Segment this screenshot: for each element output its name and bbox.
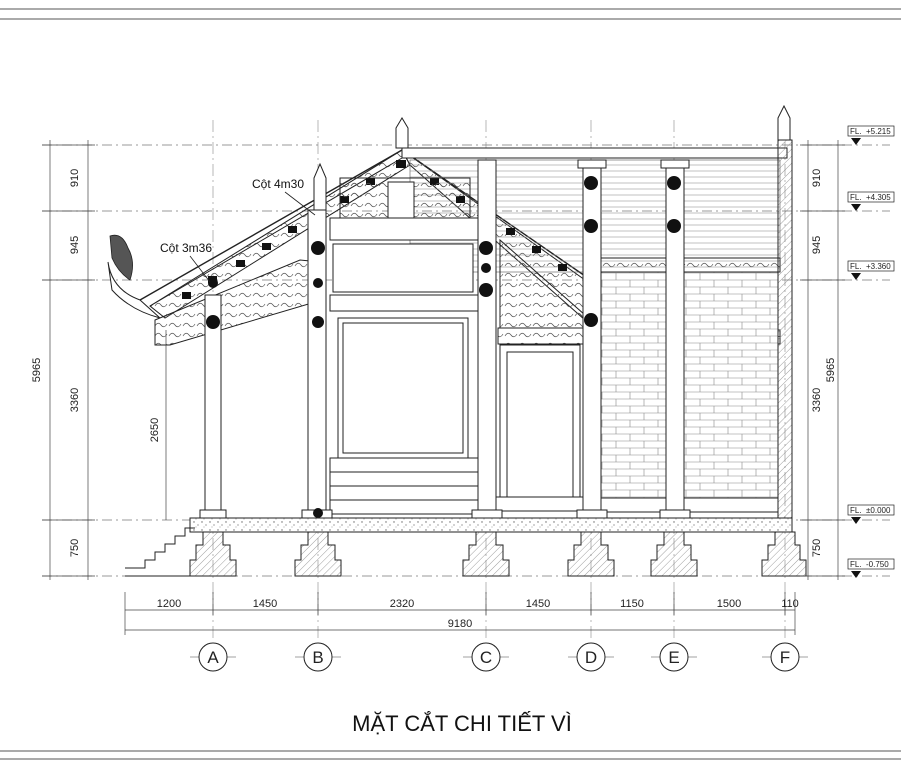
- axis-bubble-c: C: [463, 642, 509, 672]
- axis-label-b: B: [312, 648, 323, 667]
- dim-left-inner: 2650: [149, 418, 161, 442]
- level-marker-5215: FL. +5.215: [847, 125, 895, 145]
- note-column-short: Cột 3m36: [160, 241, 212, 255]
- leader-column-short: [189, 255, 211, 283]
- leader-column-tall: [284, 191, 316, 216]
- dim-right-750: 750: [811, 539, 823, 557]
- note-column-tall: Cột 4m30: [252, 177, 304, 191]
- dim-span-6: 1500: [717, 598, 741, 610]
- column-joints: [206, 176, 681, 518]
- brick-wall: [599, 271, 779, 499]
- dim-right-total: 5965: [825, 358, 837, 382]
- axis-label-e: E: [668, 648, 679, 667]
- level-markers: FL. +5.215 FL. +4.305 FL. +3.360 FL. ±0.…: [847, 125, 895, 578]
- level-value-neg750: -0.750: [866, 560, 889, 569]
- level-marker-3360: FL. +3.360: [847, 260, 895, 280]
- dim-span-7: 110: [781, 598, 799, 610]
- dim-span-1: 1200: [157, 598, 181, 610]
- dim-left-total: 5965: [31, 358, 43, 382]
- dim-left-750: 750: [69, 539, 81, 557]
- entry-steps: [125, 527, 195, 569]
- dim-right-910: 910: [811, 169, 823, 187]
- axis-bubble-b: B: [295, 642, 341, 672]
- dim-right-3360: 3360: [811, 388, 823, 412]
- drawing-title: MẶT CẮT CHI TIẾT VÌ: [352, 711, 572, 736]
- level-prefix: FL.: [850, 193, 862, 202]
- horizontal-dimensions: 1200 1450 2320 1450 1150 1500 110 9180: [124, 592, 799, 635]
- level-prefix: FL.: [850, 560, 862, 569]
- axis-bubble-a: A: [190, 642, 236, 672]
- axis-label-d: D: [585, 648, 597, 667]
- axis-bubble-f: F: [762, 642, 808, 672]
- level-value-3360: +3.360: [866, 262, 891, 271]
- dim-total: 9180: [448, 618, 472, 630]
- level-prefix: FL.: [850, 262, 862, 271]
- dim-left-945: 945: [69, 236, 81, 254]
- dim-span-2: 1450: [253, 598, 277, 610]
- level-marker-4305: FL. +4.305: [847, 191, 895, 211]
- level-marker-neg750: FL. -0.750: [847, 558, 895, 578]
- axis-bubbles: A B C D E F: [190, 642, 808, 672]
- dim-left-910: 910: [69, 169, 81, 187]
- end-wall: [777, 139, 793, 521]
- column-c: [477, 159, 497, 516]
- level-prefix: FL.: [850, 506, 862, 515]
- level-prefix: FL.: [850, 127, 862, 136]
- columns: [204, 159, 685, 516]
- axis-bubble-d: D: [568, 642, 614, 672]
- level-value-4305: +4.305: [866, 193, 891, 202]
- axis-label-a: A: [207, 648, 219, 667]
- door-panels: [329, 243, 585, 515]
- axis-bubble-e: E: [651, 642, 697, 672]
- dim-left-3360: 3360: [69, 388, 81, 412]
- footings: [189, 531, 807, 577]
- column-d: [582, 159, 602, 516]
- floor-slab: [189, 517, 793, 533]
- dim-right-945: 945: [811, 236, 823, 254]
- left-dimensions: 910 945 3360 750 5965 2650: [31, 140, 167, 580]
- level-value-5215: +5.215: [866, 127, 891, 136]
- dim-span-4: 1450: [526, 598, 550, 610]
- dim-span-5: 1150: [620, 598, 644, 610]
- level-value-0000: ±0.000: [866, 506, 891, 515]
- dim-span-3: 2320: [390, 598, 414, 610]
- axis-label-c: C: [480, 648, 492, 667]
- level-marker-0000: FL. ±0.000: [847, 504, 895, 524]
- column-e: [665, 159, 685, 516]
- right-dimensions: 910 945 3360 750 5965: [800, 140, 845, 580]
- column-b: [307, 209, 327, 516]
- axis-label-f: F: [780, 648, 790, 667]
